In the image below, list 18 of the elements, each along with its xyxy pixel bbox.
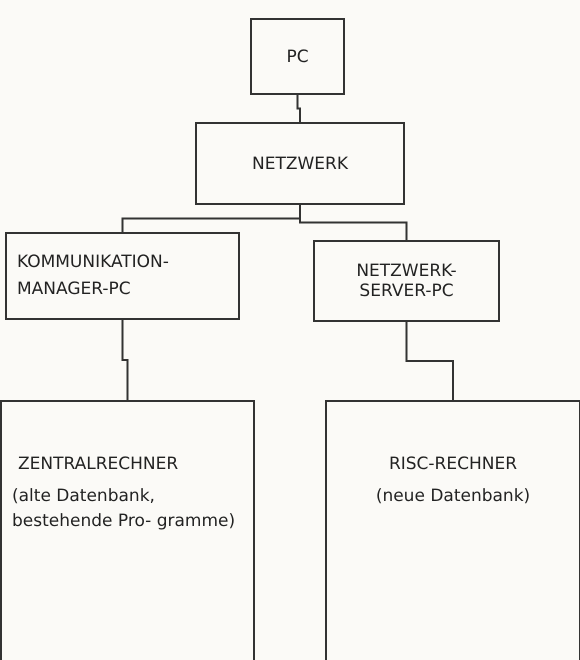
connector-line xyxy=(299,205,408,240)
process-box xyxy=(195,122,405,205)
process-box xyxy=(325,400,580,660)
process-box xyxy=(5,232,240,320)
box-title: ZENTRALRECHNER xyxy=(18,454,180,474)
box-title: RISC-RECHNER xyxy=(388,454,518,474)
box-title: NETZWERK xyxy=(252,154,348,174)
box-description: (alte Datenbank, bestehende Pro- gramme) xyxy=(12,485,236,533)
box-title: PC xyxy=(286,46,309,66)
box-title: KOMMUNIKATION- MANAGER-PC xyxy=(17,250,170,301)
connector-line xyxy=(406,322,454,400)
process-box xyxy=(0,400,255,660)
process-box xyxy=(313,240,500,322)
connector-line xyxy=(296,95,301,122)
process-box xyxy=(250,18,345,95)
box-description: (neue Datenbank) xyxy=(376,485,530,508)
connector-line xyxy=(122,320,128,400)
box-title: NETZWERK- SERVER-PC xyxy=(355,261,458,301)
